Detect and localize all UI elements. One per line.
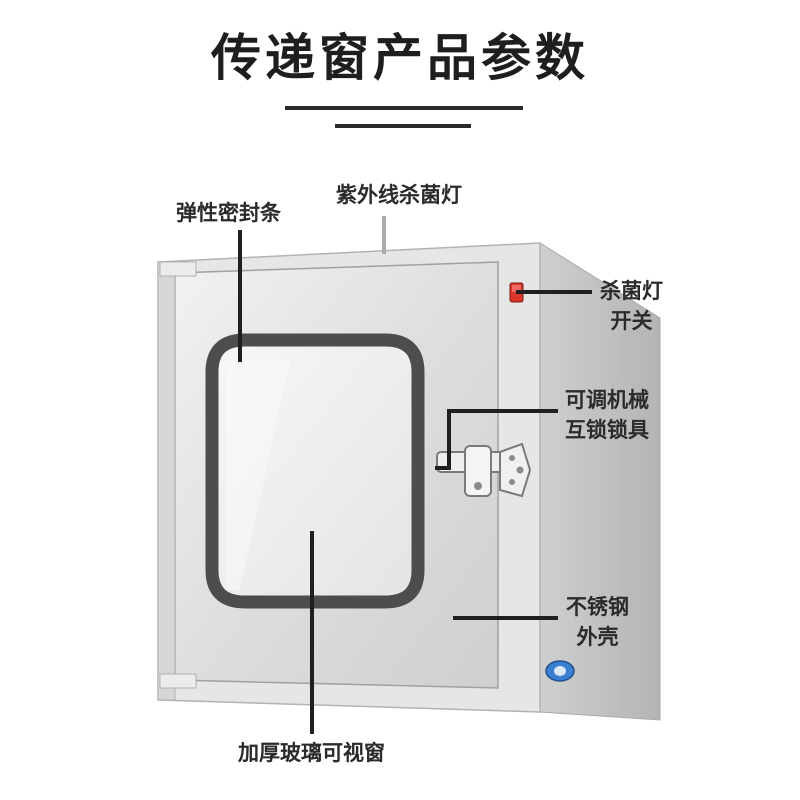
label-shell-line2: 外壳 xyxy=(576,625,619,649)
label-shell: 不锈钢 外壳 xyxy=(566,592,629,652)
hinge-tab-top xyxy=(159,261,197,277)
label-uv-lamp: 紫外线杀菌灯 xyxy=(336,183,462,207)
title-underline-long xyxy=(285,106,523,110)
window-glass-reflection xyxy=(226,360,290,590)
label-interlock-line1: 可调机械 xyxy=(565,388,649,412)
lamp-switch-rocker xyxy=(512,285,521,292)
hinge-tab-bottom xyxy=(159,673,197,689)
interlock-latch xyxy=(436,442,532,498)
label-window: 加厚玻璃可视窗 xyxy=(238,741,385,765)
label-interlock: 可调机械 互锁锁具 xyxy=(565,385,649,445)
leader-lines xyxy=(238,230,592,734)
window-gasket xyxy=(205,333,425,609)
leader-interlock xyxy=(435,409,558,470)
door-hinge-strip xyxy=(157,261,176,701)
label-lamp-switch-line1: 杀菌灯 xyxy=(600,279,663,303)
label-gasket: 弹性密封条 xyxy=(176,201,281,225)
page-title: 传递窗产品参数 xyxy=(211,29,589,87)
label-shell-line1: 不锈钢 xyxy=(566,595,629,619)
label-lamp-switch: 杀菌灯 开关 xyxy=(600,276,663,336)
label-lamp-switch-line2: 开关 xyxy=(610,309,653,333)
label-interlock-line2: 互锁锁具 xyxy=(565,418,649,442)
bottom-port xyxy=(545,660,575,682)
title-underline-short xyxy=(335,124,471,128)
